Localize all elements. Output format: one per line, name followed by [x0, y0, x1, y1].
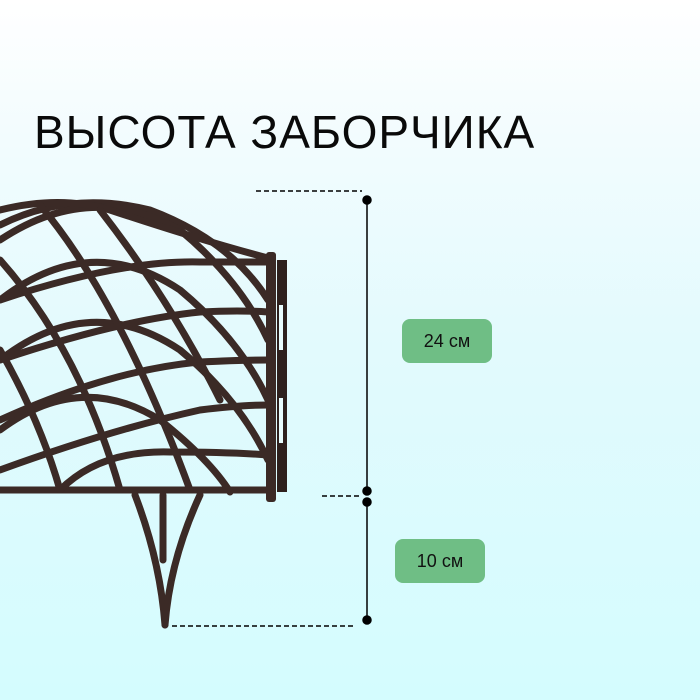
page-title: ВЫСОТА ЗАБОРЧИКА	[34, 106, 536, 158]
fence-height-badge: 24 см	[402, 319, 492, 363]
stake-height-badge: 10 см	[395, 539, 485, 583]
